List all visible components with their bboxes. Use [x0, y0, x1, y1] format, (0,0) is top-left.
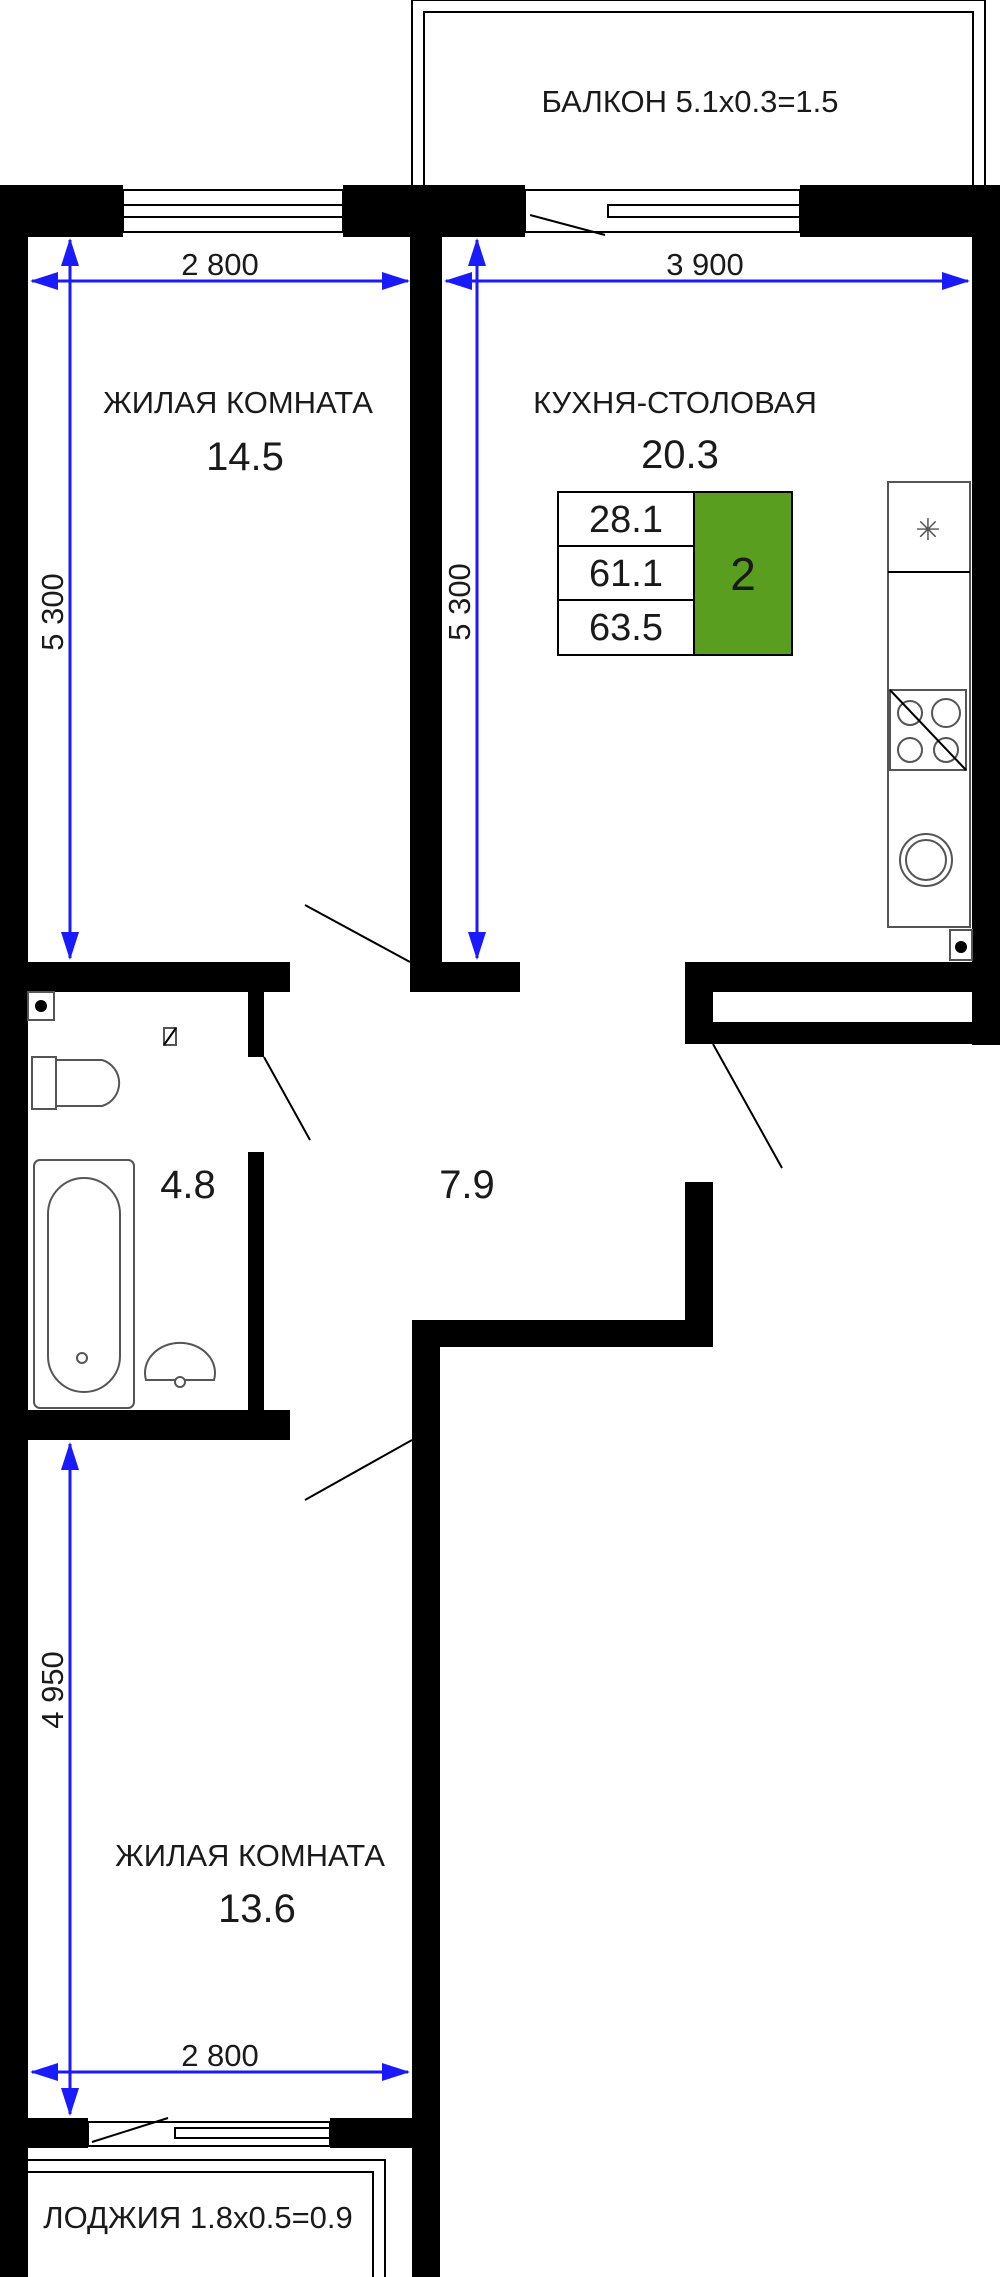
wall-left — [0, 185, 28, 2277]
summary-total-with-balcony: 63.5 — [589, 607, 663, 649]
kitchen-fixtures: ✳ — [887, 481, 973, 961]
wall-bottom-right — [330, 2118, 440, 2148]
windows — [87, 189, 801, 2147]
room-area-hall: 7.9 — [439, 1163, 495, 1207]
room-name-balcony: БАЛКОН 5.1х0.3=1.5 — [541, 84, 838, 119]
rooms-count-badge — [693, 491, 793, 656]
loggia — [0, 2159, 386, 2277]
fridge-icon: ✳ — [915, 513, 940, 548]
dim-kitchen-height: 5 300 — [442, 563, 477, 641]
dim-left-top: 5 300 — [35, 573, 70, 651]
wall-partition-foot — [410, 962, 520, 992]
wall-top-mid — [343, 185, 525, 237]
wall-hall-bottom — [412, 1320, 713, 1347]
area-summary-table: 28.1 61.1 63.5 2 — [557, 491, 793, 656]
wall-bath-bottom — [0, 1410, 290, 1440]
toilet-bowl — [55, 1059, 121, 1107]
room-name-living-top: ЖИЛАЯ КОМНАТА — [103, 385, 373, 420]
room-area-living-bottom: 13.6 — [218, 1887, 296, 1931]
summary-total-area: 61.1 — [589, 553, 663, 595]
wall-living-bath — [0, 962, 290, 992]
dim-top-right: 3 900 — [666, 247, 744, 282]
door-swings — [263, 904, 783, 1501]
window-living-top — [122, 189, 344, 233]
door-kitchen — [712, 1043, 783, 1169]
door-living-top — [304, 904, 411, 963]
room-area-living-top: 14.5 — [206, 435, 284, 479]
wall-hall-right — [685, 1182, 713, 1347]
wall-kitchen-ledge — [685, 1022, 1000, 1044]
toilet-tank — [31, 1056, 57, 1110]
dim-top-left: 2 800 — [181, 247, 259, 282]
door-bath — [263, 1056, 311, 1141]
room-area-bath: 4.8 — [160, 1163, 216, 1207]
room-name-loggia: ЛОДЖИЯ 1.8х0.5=0.9 — [43, 2200, 353, 2235]
bath-fixtures — [27, 991, 216, 1409]
walls — [0, 185, 1000, 2277]
room-area-kitchen: 20.3 — [641, 433, 719, 477]
wall-top-right — [800, 185, 1000, 237]
wall-kitchen-bottom — [685, 962, 1000, 992]
door-living-bottom — [304, 1439, 413, 1501]
wall-right — [972, 185, 1000, 1045]
summary-living-area: 28.1 — [589, 499, 663, 541]
dimension-arrows — [30, 238, 970, 2116]
wall-bottom-left — [0, 2118, 88, 2148]
room-name-kitchen: КУХНЯ-СТОЛОВАЯ — [533, 385, 817, 420]
summary-rooms-count: 2 — [730, 548, 756, 600]
wall-living-bottom-right — [412, 1320, 440, 2277]
wall-partition-top — [410, 237, 442, 982]
dim-bottom: 2 800 — [181, 2038, 259, 2073]
balcony — [411, 0, 986, 185]
wall-bath-lower — [248, 1152, 264, 1432]
washbasin — [144, 1341, 216, 1381]
wall-bath-upper — [248, 992, 264, 1057]
window-living-bottom — [87, 2121, 331, 2147]
room-name-living-bottom: ЖИЛАЯ КОМНАТА — [115, 1838, 385, 1873]
dim-left-bottom: 4 950 — [35, 1651, 70, 1729]
